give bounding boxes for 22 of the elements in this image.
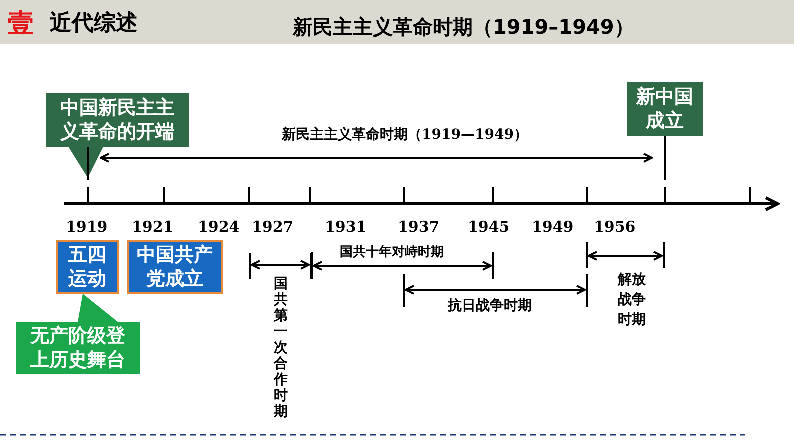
year-label: 1919	[66, 218, 108, 236]
year-label: 1927	[252, 218, 294, 236]
year-label: 1931	[325, 218, 367, 236]
event-box: 中国共产党成立	[127, 240, 223, 294]
event-box: 新中国成立	[627, 82, 703, 136]
year-label: 1937	[398, 218, 440, 236]
span-arrow	[100, 153, 653, 163]
event-box: 五四运动	[56, 240, 119, 294]
callout-tail	[78, 294, 118, 322]
year-label: 1924	[198, 218, 240, 236]
year-label: 1956	[594, 218, 636, 236]
slide-title: 新民主主义革命时期（1919–1949）	[293, 14, 634, 41]
period-label: 抗日战争时期	[448, 297, 532, 315]
year-label: 1949	[532, 218, 574, 236]
period-label: 解放战争时期	[617, 271, 647, 330]
section-title: 近代综述	[50, 10, 138, 38]
section-number: 壹	[8, 8, 34, 41]
leader-line	[87, 147, 89, 180]
year-label: 1921	[132, 218, 174, 236]
period-label: 国共第一次合作时期	[273, 276, 289, 420]
year-label: 1945	[468, 218, 510, 236]
period-label: 国共十年对峙时期	[340, 244, 444, 261]
